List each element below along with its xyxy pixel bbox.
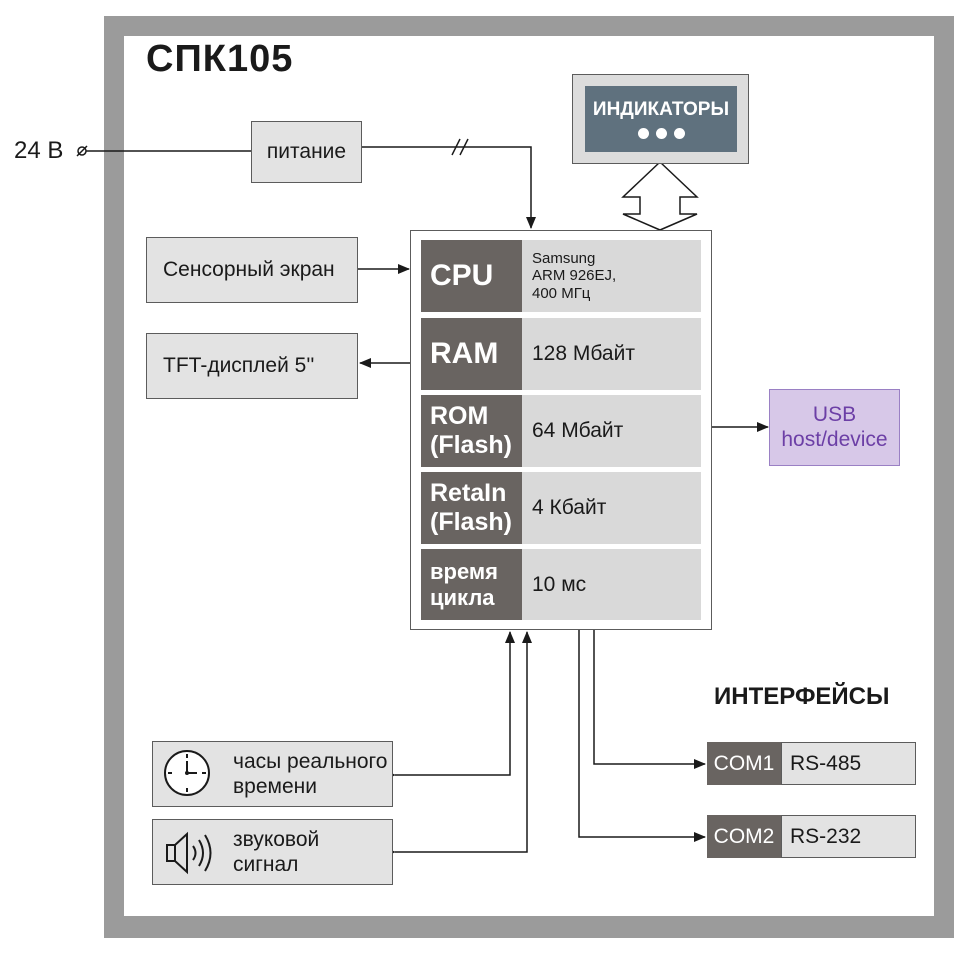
rtc-label-line: часы реального xyxy=(233,749,388,773)
speaker-icon xyxy=(166,831,212,875)
com2-key: COM2 xyxy=(707,815,781,858)
cycle-time-key-line: цикла xyxy=(430,584,495,610)
cycle-time-key-line: время xyxy=(430,559,499,585)
rtc-line xyxy=(384,631,515,780)
cycle-time-value-text: 10 мс xyxy=(532,572,587,596)
led-icon xyxy=(637,128,649,139)
com1-name: COM1 xyxy=(713,751,775,775)
power-out-line xyxy=(362,146,536,229)
tft-display-block: TFT-дисплей 5'' xyxy=(146,333,358,399)
com2-value: RS-232 xyxy=(781,815,916,858)
cpu-value-line: ARM 926EJ, xyxy=(532,267,617,285)
ram-value: 128 Мбайт xyxy=(522,318,701,390)
retain-value-text: 4 Кбайт xyxy=(532,496,607,519)
cpu-value-line: Samsung xyxy=(532,250,596,268)
cycle-time-key: время цикла xyxy=(421,549,522,620)
com2-type: RS-232 xyxy=(790,824,862,848)
power-block-label: питание xyxy=(266,140,347,163)
power-input-label: 24 В xyxy=(14,137,64,164)
cpu-value: Samsung ARM 926EJ, 400 МГц xyxy=(522,240,701,312)
ram-value-text: 128 Мбайт xyxy=(532,342,635,365)
cpu-key: CPU xyxy=(421,240,522,312)
sound-line xyxy=(384,631,532,857)
led-icon xyxy=(655,128,667,139)
com1-type: RS-485 xyxy=(790,751,862,775)
rom-key-line: ROM xyxy=(430,402,489,431)
indicators-label: ИНДИКАТОРЫ xyxy=(592,99,730,120)
sound-label-line: звуковой xyxy=(233,827,320,851)
ram-key-text: RAM xyxy=(430,337,499,370)
com1-value: RS-485 xyxy=(781,742,916,785)
rtc-label-line: времени xyxy=(233,775,317,798)
cycle-time-value: 10 мс xyxy=(522,549,701,620)
sound-block: звуковой сигнал xyxy=(152,819,393,885)
ram-key: RAM xyxy=(421,318,522,390)
power-block: питание xyxy=(251,121,362,183)
led-icon xyxy=(673,128,685,139)
usb-block: USB host/device xyxy=(769,389,900,466)
retain-key: RetaIn (Flash) xyxy=(421,472,522,544)
cpu-value-line: 400 МГц xyxy=(532,284,591,302)
cpu-key-text: CPU xyxy=(430,259,494,292)
sound-label-line: сигнал xyxy=(233,853,299,876)
tft-display-label: TFT-дисплей 5'' xyxy=(163,354,315,377)
com2-line xyxy=(578,630,706,842)
indicators-panel: ИНДИКАТОРЫ xyxy=(585,86,737,152)
rom-value-text: 64 Мбайт xyxy=(532,419,624,442)
usb-label-line: host/device xyxy=(781,427,888,451)
clock-icon xyxy=(164,750,210,796)
retain-key-line: (Flash) xyxy=(430,508,512,536)
usb-label-line: USB xyxy=(812,403,857,427)
indicator-leds xyxy=(637,128,685,139)
double-arrow-icon xyxy=(621,160,699,231)
device-title: СПК105 xyxy=(146,38,294,80)
com2-name: COM2 xyxy=(713,824,775,848)
retain-value: 4 Кбайт xyxy=(522,472,701,544)
retain-key-line: RetaIn xyxy=(430,479,507,508)
rom-key: ROM (Flash) xyxy=(421,395,522,467)
rom-key-line: (Flash) xyxy=(430,431,512,459)
com1-key: COM1 xyxy=(707,742,781,785)
rom-value: 64 Мбайт xyxy=(522,395,701,467)
com1-line xyxy=(593,630,706,769)
touch-screen-block: Сенсорный экран xyxy=(146,237,358,303)
interfaces-title: ИНТЕРФЕЙСЫ xyxy=(714,683,890,710)
touch-screen-label: Сенсорный экран xyxy=(163,258,335,281)
